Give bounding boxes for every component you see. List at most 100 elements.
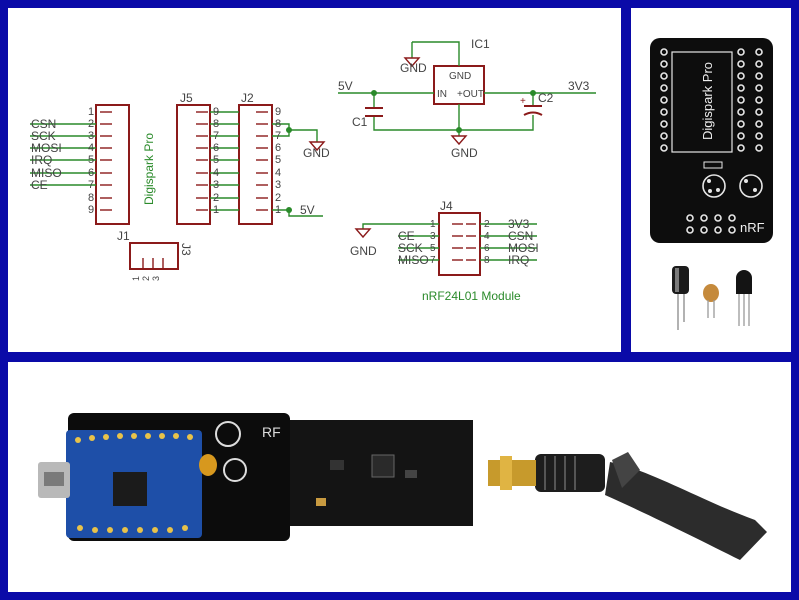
schematic-panel: + 1 2 3 4 5 6 7 8 9 CSN SCK MOSI IRQ MIS… <box>8 8 621 352</box>
svg-text:MOSI: MOSI <box>508 241 539 255</box>
j2-header-body <box>238 104 273 225</box>
regulator-out-pin: +OUT <box>457 89 484 100</box>
j1-header-body <box>129 242 179 270</box>
svg-text:3V3: 3V3 <box>508 217 530 231</box>
svg-text:IRQ: IRQ <box>31 153 52 167</box>
gnd-label-regulator-bottom: GND <box>451 146 478 160</box>
j4-header-body <box>438 212 481 276</box>
svg-text:9: 9 <box>88 204 94 216</box>
c2-label: C2 <box>538 91 554 105</box>
svg-text:MISO: MISO <box>31 166 62 180</box>
svg-text:6: 6 <box>88 167 94 179</box>
regulator-gnd-pin: GND <box>449 71 471 82</box>
electrolytic-capacitor <box>672 266 689 330</box>
digispark-pro-label: Digispark Pro <box>142 133 156 205</box>
gnd-label-regulator-top: GND <box>400 61 427 75</box>
svg-text:CE: CE <box>398 229 415 243</box>
pcb-title-label: Digispark Pro <box>700 62 715 140</box>
svg-text:9: 9 <box>213 106 219 118</box>
svg-text:CSN: CSN <box>31 117 56 131</box>
svg-text:3: 3 <box>88 130 94 142</box>
svg-text:5: 5 <box>213 154 219 166</box>
svg-text:8: 8 <box>88 192 94 204</box>
svg-text:1: 1 <box>275 204 281 216</box>
svg-text:7: 7 <box>88 179 94 191</box>
j2-pin-numbers: 98 76 54 32 1 <box>275 106 281 216</box>
svg-text:2: 2 <box>484 219 490 230</box>
gnd-label-j2: GND <box>303 146 330 160</box>
svg-text:1: 1 <box>131 276 141 281</box>
svg-text:IRQ: IRQ <box>508 253 529 267</box>
5v-label-j2: 5V <box>300 203 315 217</box>
j1-pin-numbers: 1 2 3 <box>131 276 161 281</box>
j2-label: J2 <box>241 91 254 105</box>
svg-text:+: + <box>520 96 526 107</box>
svg-text:5: 5 <box>88 154 94 166</box>
svg-text:2: 2 <box>213 192 219 204</box>
voltage-regulator-component <box>736 270 752 326</box>
svg-text:1: 1 <box>88 106 94 118</box>
digispark-header-body <box>95 104 130 225</box>
nrf-module-label: nRF24L01 Module <box>422 289 521 303</box>
svg-text:3: 3 <box>430 231 436 242</box>
svg-text:8: 8 <box>484 255 490 266</box>
pcb-nrf-label: nRF <box>740 220 765 235</box>
j4-right-signals: 3V3 CSN MOSI IRQ <box>508 217 539 267</box>
svg-text:7: 7 <box>213 130 219 142</box>
svg-text:8: 8 <box>213 118 219 130</box>
svg-text:3: 3 <box>275 179 281 191</box>
svg-text:5: 5 <box>430 243 436 254</box>
pcb-panel: Digispark Pro nRF <box>631 8 791 352</box>
svg-text:6: 6 <box>213 142 219 154</box>
gnd-label-j4: GND <box>350 244 377 258</box>
svg-text:4: 4 <box>88 142 94 154</box>
digispark-pro-board <box>38 430 217 538</box>
regulator-in-pin: IN <box>437 89 447 100</box>
rf-label: RF <box>262 424 281 440</box>
c1-label: C1 <box>352 115 368 129</box>
j5-label: J5 <box>180 91 193 105</box>
svg-text:4: 4 <box>275 167 281 179</box>
j5-header-body <box>176 104 211 225</box>
svg-text:CE: CE <box>31 178 48 192</box>
svg-text:5: 5 <box>275 154 281 166</box>
svg-text:4: 4 <box>213 167 219 179</box>
j4-label: J4 <box>440 199 453 213</box>
svg-text:8: 8 <box>275 118 281 130</box>
svg-text:3: 3 <box>213 179 219 191</box>
antenna <box>488 452 767 560</box>
svg-text:2: 2 <box>141 276 151 281</box>
pcb-illustration: Digispark Pro nRF <box>650 38 773 330</box>
j1-label: J1 <box>117 229 130 243</box>
svg-text:3: 3 <box>151 276 161 281</box>
photo-panel: RF <box>8 362 791 592</box>
3v3-label-output: 3V3 <box>568 79 590 93</box>
digispark-pin-numbers: 1 2 3 4 5 6 7 8 9 <box>88 106 94 216</box>
j3-label: J3 <box>179 243 193 256</box>
ic1-label: IC1 <box>471 37 490 51</box>
digispark-signal-labels: CSN SCK MOSI IRQ MISO CE <box>31 117 62 192</box>
ceramic-capacitor <box>703 284 719 318</box>
j4-right-pin-numbers: 24 68 <box>484 219 490 266</box>
svg-text:1: 1 <box>430 219 436 230</box>
svg-text:7: 7 <box>430 255 436 266</box>
svg-text:SCK: SCK <box>398 241 423 255</box>
svg-text:CSN: CSN <box>508 229 533 243</box>
j4-left-pin-numbers: 13 57 <box>430 219 436 266</box>
svg-text:MISO: MISO <box>398 253 429 267</box>
svg-text:1: 1 <box>213 204 219 216</box>
j4-left-signals: CE SCK MISO <box>398 229 429 267</box>
svg-text:4: 4 <box>484 231 490 242</box>
svg-text:SCK: SCK <box>31 129 56 143</box>
svg-text:6: 6 <box>275 142 281 154</box>
schematic-wires <box>30 41 596 261</box>
assembled-device-illustration: RF <box>38 413 767 560</box>
svg-text:6: 6 <box>484 243 490 254</box>
schematic-diagram: + 1 2 3 4 5 6 7 8 9 CSN SCK MOSI IRQ MIS… <box>30 37 596 303</box>
j5-pin-numbers: 98 76 54 32 1 <box>213 106 219 216</box>
svg-text:2: 2 <box>88 118 94 130</box>
svg-text:9: 9 <box>275 106 281 118</box>
svg-text:7: 7 <box>275 130 281 142</box>
svg-text:MOSI: MOSI <box>31 141 62 155</box>
5v-label-input: 5V <box>338 79 353 93</box>
